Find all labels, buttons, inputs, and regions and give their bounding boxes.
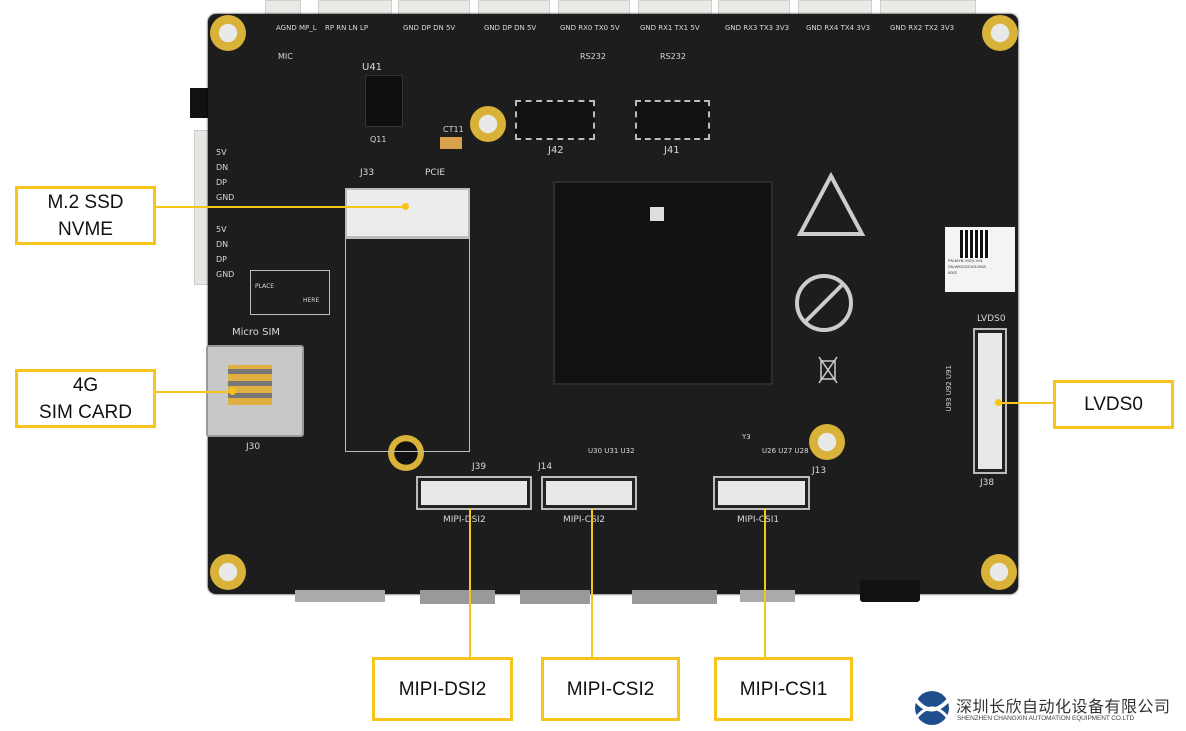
m2-slot: [345, 188, 470, 238]
sticker-num: 0002: [948, 270, 957, 275]
bottom-connector: [420, 590, 495, 604]
callout-text: 4G: [72, 374, 99, 396]
sim-callout-line: [156, 391, 232, 393]
mounting-hole: [981, 554, 1017, 590]
m2-outline: [345, 238, 470, 452]
m2-standoff: [388, 435, 424, 471]
csi1-callout-line: [764, 508, 766, 657]
u93-label: U93 U92 U91: [945, 365, 953, 412]
j33-label: J33: [360, 168, 375, 178]
ct11-capacitor: [440, 137, 462, 149]
mounting-hole: [809, 424, 845, 460]
mipi-csi1-callout: MIPI-CSI1: [714, 657, 853, 721]
j13-label: J13: [812, 466, 827, 476]
u26-label: U26 U27 U28: [762, 447, 809, 455]
j42-header: [515, 100, 595, 140]
sticker-pn: PN:MYB-Y62X-V01: [948, 258, 983, 263]
mipi-csi2-connector: [541, 476, 637, 510]
micro-sim-label: Micro SIM: [232, 327, 281, 338]
callout-text: MIPI-CSI2: [566, 678, 655, 700]
header-label: GND DP DN 5V: [484, 24, 537, 32]
header-label: GND DP DN 5V: [403, 24, 456, 32]
header-label: RP RN LN LP: [325, 24, 369, 32]
sticker-sn: SN:WK20221012008: [948, 264, 986, 269]
product-label-sticker: PN:MYB-Y62X-V01 SN:WK20221012008 0002: [945, 227, 1015, 292]
u41-chip: [365, 75, 403, 127]
mipi-csi1-connector: [713, 476, 810, 510]
callout-text: MIPI-DSI2: [398, 678, 487, 700]
here-label: HERE: [303, 297, 320, 304]
weee-icon: [818, 356, 838, 384]
j39-label: J39: [472, 462, 487, 472]
no-handling-icon: [795, 274, 853, 332]
ct11-label: CT11: [443, 125, 464, 134]
company-name-cn: 深圳长欣自动化设备有限公司: [956, 697, 1171, 716]
mounting-hole: [210, 15, 246, 51]
header-group-label: RS232: [580, 52, 606, 61]
m2-callout-line: [156, 206, 406, 208]
power-jack: [860, 580, 920, 602]
pcie-label: PCIE: [425, 168, 446, 178]
sim-callout-dot: [229, 388, 236, 395]
callout-text: MIPI-CSI1: [739, 678, 828, 700]
u41-label: U41: [362, 62, 383, 73]
lvds0-silk: LVDS0: [977, 314, 1006, 324]
callout-text: M.2 SSD: [47, 191, 124, 213]
bottom-connector: [520, 590, 590, 604]
bottom-connector: [740, 590, 795, 602]
lvds-callout-line: [998, 402, 1053, 404]
y3-label: Y3: [742, 433, 751, 441]
header-label: GND RX2 TX2 3V3: [890, 24, 955, 32]
header-label: GND RX3 TX3 3V3: [725, 24, 790, 32]
callout-text: NVME: [58, 218, 113, 240]
j42-label: J42: [548, 145, 564, 156]
u30-label: U30 U31 U32: [588, 447, 635, 455]
sim-card-callout: 4G SIM CARD: [15, 369, 156, 428]
m2-callout-dot: [402, 203, 409, 210]
company-logo-icon: [914, 691, 952, 725]
header-label: GND RX1 TX1 5V: [640, 24, 700, 32]
mipi-csi2-silk: MIPI-CSI2: [563, 515, 606, 525]
mounting-hole: [982, 15, 1018, 51]
j30-label: J30: [246, 442, 261, 452]
dsi2-callout-line: [469, 508, 471, 657]
mipi-dsi2-silk: MIPI-DSI2: [443, 515, 486, 525]
j41-header: [635, 100, 710, 140]
header-label: GND RX0 TX0 5V: [560, 24, 620, 32]
audio-jack: [190, 88, 210, 118]
bottom-connector: [295, 590, 385, 602]
company-name-en: SHENZHEN CHANGXIN AUTOMATION EQUIPMENT C…: [957, 715, 1135, 722]
bottom-connector: [632, 590, 717, 604]
place-label: PLACE: [255, 283, 275, 290]
mipi-dsi2-connector: [416, 476, 532, 510]
j41-label: J41: [664, 145, 680, 156]
callout-text: LVDS0: [1084, 394, 1143, 415]
header-group-label: MIC: [278, 52, 293, 61]
q11-label: Q11: [370, 135, 387, 144]
callout-text: SIM CARD: [39, 401, 132, 423]
header-label: AGND MP_L: [276, 24, 317, 32]
mounting-hole: [470, 106, 506, 142]
place-here-area: PLACE HERE: [250, 270, 330, 315]
m2-ssd-callout: M.2 SSD NVME: [15, 186, 156, 245]
j14-label: J14: [538, 462, 553, 472]
lvds0-callout: LVDS0: [1053, 380, 1174, 429]
mounting-hole: [210, 554, 246, 590]
soc-marker: [650, 207, 664, 221]
header-label: GND RX4 TX4 3V3: [806, 24, 871, 32]
qr-code: [960, 230, 990, 258]
header-group-label: RS232: [660, 52, 686, 61]
mipi-csi1-silk: MIPI-CSI1: [737, 515, 780, 525]
mipi-csi2-callout: MIPI-CSI2: [541, 657, 680, 721]
mipi-dsi2-callout: MIPI-DSI2: [372, 657, 513, 721]
lvds-callout-dot: [995, 399, 1002, 406]
csi2-callout-line: [591, 508, 593, 657]
esd-warning-icon: [796, 172, 866, 236]
j38-label: J38: [980, 478, 995, 488]
